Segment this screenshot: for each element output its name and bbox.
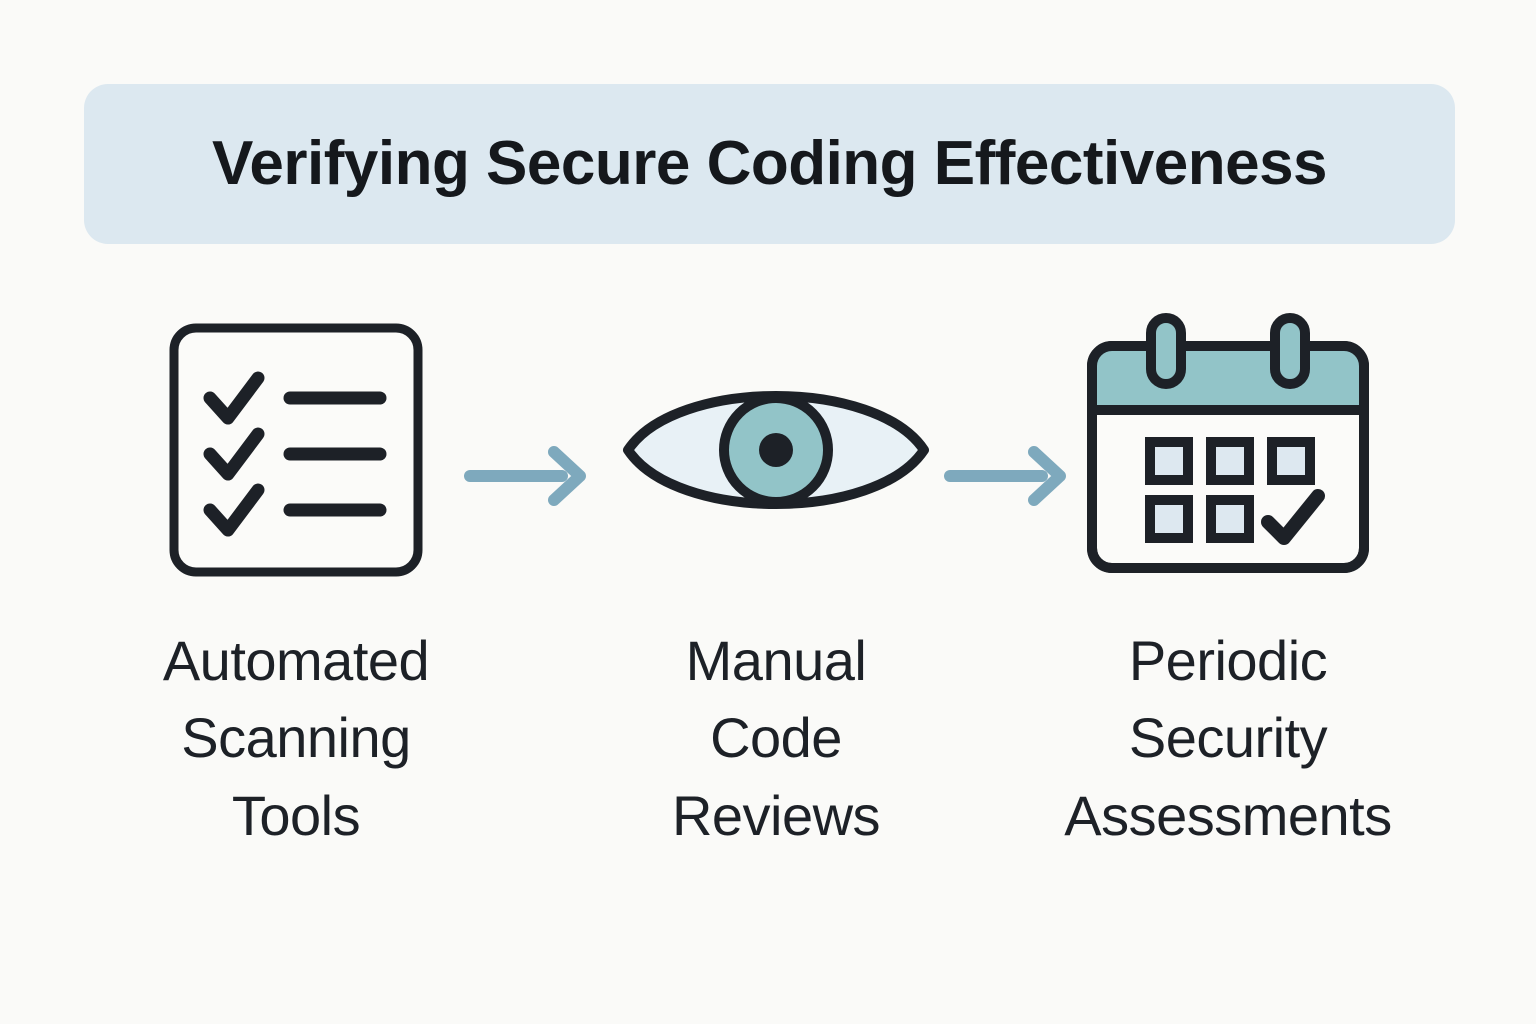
flow-step-manual-code-reviews: Manual Code Reviews <box>566 300 986 854</box>
flow-step-label: Manual Code Reviews <box>671 629 881 847</box>
eye-icon-container <box>566 300 986 600</box>
page-title: Verifying Secure Coding Effectiveness <box>211 129 1328 198</box>
arrow-right-icon <box>464 446 586 506</box>
flow-step-automated-scanning-tools: Automated Scanning Tools <box>86 300 506 854</box>
flow-connector-1 <box>462 440 592 510</box>
checklist-icon <box>169 323 423 577</box>
eye-icon <box>623 391 929 509</box>
title-banner: Verifying Secure Coding Effectiveness <box>84 84 1455 244</box>
calendar-check-icon-container <box>1018 300 1438 600</box>
flow-step-label: Periodic Security Assessments <box>1064 629 1392 847</box>
flow-step-periodic-security-assessments: Periodic Security Assessments <box>1018 300 1438 854</box>
flow-step-label: Automated Scanning Tools <box>162 629 430 847</box>
checklist-icon-container <box>86 300 506 600</box>
flow-connector-2 <box>942 440 1072 510</box>
calendar-check-icon <box>1087 313 1369 573</box>
process-flow: Automated Scanning Tools Manual Code Rev… <box>0 300 1536 900</box>
arrow-right-icon <box>944 446 1066 506</box>
